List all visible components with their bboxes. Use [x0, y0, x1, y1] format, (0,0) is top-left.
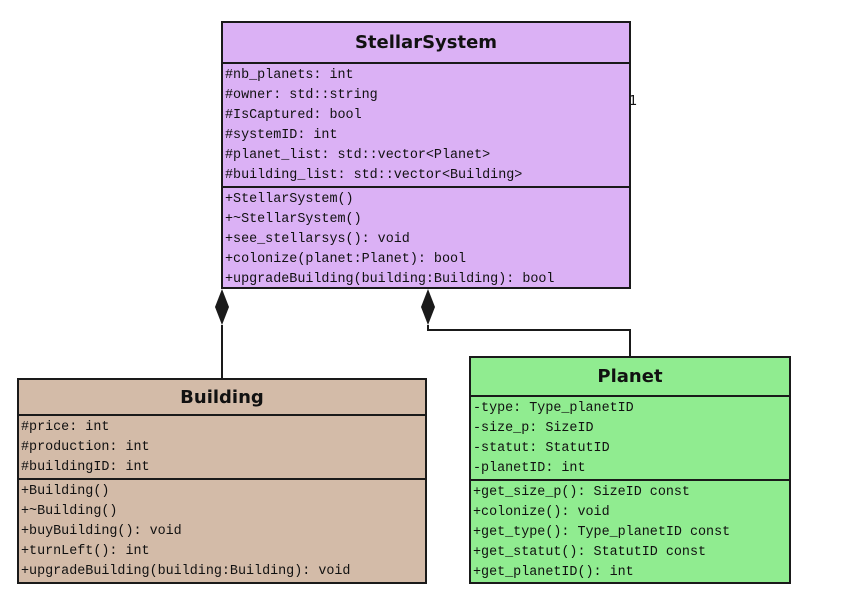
- attribute: #nb_planets: int: [225, 68, 354, 83]
- building-class[interactable]: Building #price: int #production: int #b…: [17, 378, 427, 584]
- attribute: #systemID: int: [225, 128, 338, 143]
- methods-section: +StellarSystem() +~StellarSystem() +see_…: [223, 188, 629, 290]
- method: +~StellarSystem(): [225, 212, 362, 227]
- method: +get_planetID(): int: [473, 565, 634, 580]
- attributes-section: #price: int #production: int #buildingID…: [19, 416, 425, 480]
- attribute: -size_p: SizeID: [473, 421, 594, 436]
- attribute: #building_list: std::vector<Building>: [225, 168, 523, 183]
- planet-class[interactable]: Planet -type: Type_planetID -size_p: Siz…: [469, 356, 791, 584]
- attribute: -statut: StatutID: [473, 441, 610, 456]
- method: +~Building(): [21, 504, 118, 519]
- attribute: -type: Type_planetID: [473, 401, 634, 416]
- stellar-system-class[interactable]: StellarSystem #nb_planets: int #owner: s…: [221, 21, 631, 289]
- attributes-section: -type: Type_planetID -size_p: SizeID -st…: [471, 397, 789, 481]
- method: +Building(): [21, 484, 110, 499]
- attribute: #owner: std::string: [225, 88, 378, 103]
- planet-composition-line: [427, 325, 631, 356]
- method: +get_type(): Type_planetID const: [473, 525, 731, 540]
- class-name: Planet: [471, 358, 789, 397]
- planet-composition-diamond: [421, 289, 435, 325]
- attributes-section: #nb_planets: int #owner: std::string #Is…: [223, 64, 629, 188]
- method: +colonize(planet:Planet): bool: [225, 252, 467, 267]
- method: +get_size_p(): SizeID const: [473, 485, 690, 500]
- attribute: -planetID: int: [473, 461, 586, 476]
- multiplicity-label: 1: [629, 94, 638, 109]
- method: +see_stellarsys(): void: [225, 232, 410, 247]
- methods-section: +Building() +~Building() +buyBuilding():…: [19, 480, 425, 582]
- attribute: #planet_list: std::vector<Planet>: [225, 148, 491, 163]
- attribute: #price: int: [21, 420, 110, 435]
- method: +turnLeft(): int: [21, 544, 150, 559]
- method: +upgradeBuilding(building:Building): boo…: [225, 272, 555, 287]
- method: +colonize(): void: [473, 505, 610, 520]
- attribute: #IsCaptured: bool: [225, 108, 362, 123]
- method: +StellarSystem(): [225, 192, 354, 207]
- class-name: StellarSystem: [223, 23, 629, 64]
- class-name: Building: [19, 380, 425, 416]
- methods-section: +get_size_p(): SizeID const +colonize():…: [471, 481, 789, 583]
- method: +get_statut(): StatutID const: [473, 545, 707, 560]
- attribute: #buildingID: int: [21, 460, 150, 475]
- method: +upgradeBuilding(building:Building): voi…: [21, 564, 351, 579]
- building-composition-diamond: [215, 289, 229, 325]
- attribute: #production: int: [21, 440, 150, 455]
- method: +buyBuilding(): void: [21, 524, 182, 539]
